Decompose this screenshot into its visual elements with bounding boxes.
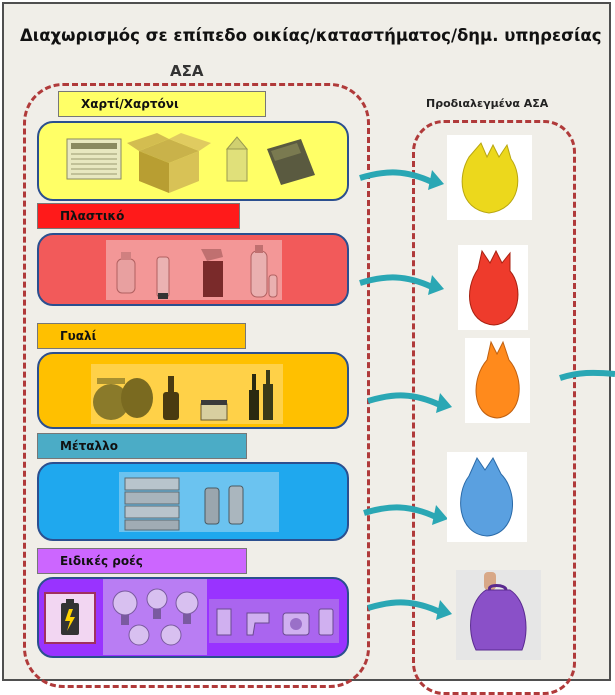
light-bulbs-icon xyxy=(112,588,199,646)
water-bottle-icon xyxy=(250,245,278,298)
arrow-output xyxy=(559,369,615,381)
battery-icon xyxy=(44,592,96,644)
newspaper-icon xyxy=(66,138,122,180)
category-box-metal xyxy=(37,462,349,541)
plastic-bottle-icon xyxy=(116,252,136,294)
cardboard-box-icon xyxy=(127,133,211,193)
soda-can-icon xyxy=(204,485,244,525)
category-box-paper xyxy=(37,121,349,201)
arrow-metal xyxy=(363,504,448,525)
paper-items xyxy=(66,133,315,193)
magazine-icon xyxy=(267,139,315,185)
arrow-plastic xyxy=(359,274,444,295)
category-label-plastic: Πλαστικό xyxy=(37,203,240,229)
spray-bottle-icon xyxy=(201,249,223,297)
category-label-metal: Μέταλλο xyxy=(37,433,247,459)
wine-bottles-icon xyxy=(249,370,273,420)
blue-bag-icon xyxy=(447,452,527,542)
category-label-paper: Χαρτί/Χαρτόνι xyxy=(58,91,266,117)
glass-items xyxy=(91,364,283,424)
small-jar-icon xyxy=(200,400,228,421)
glass-bottle-icon xyxy=(163,376,179,420)
arrow-special xyxy=(367,599,452,620)
yellow-bag-icon xyxy=(447,135,532,220)
category-box-glass xyxy=(37,352,349,429)
red-bag-icon xyxy=(458,245,528,330)
arrow-paper xyxy=(359,169,444,190)
arrow-glass xyxy=(367,392,452,413)
orange-bag-icon xyxy=(465,338,530,423)
diagram-title: Διαχωρισμός σε επίπεδο οικίας/καταστήματ… xyxy=(20,26,602,45)
electronics-icon xyxy=(216,608,334,636)
plastic-items xyxy=(106,240,282,300)
asa-group-label: ΑΣΑ xyxy=(170,62,204,80)
preselected-group-label: Προδιαλεγμένα ΑΣΑ xyxy=(426,97,549,110)
tube-icon xyxy=(156,256,170,299)
milk-carton-icon xyxy=(225,136,249,182)
category-box-plastic xyxy=(37,233,349,306)
category-label-glass: Γυαλί xyxy=(37,323,246,349)
glass-jars-icon xyxy=(93,378,153,420)
cans-stack-icon xyxy=(124,477,180,531)
special-items xyxy=(44,579,339,655)
purple-bag-icon xyxy=(456,570,541,660)
metal-items xyxy=(119,472,279,532)
category-box-special xyxy=(37,577,349,658)
category-label-special: Ειδικές ροές xyxy=(37,548,247,574)
